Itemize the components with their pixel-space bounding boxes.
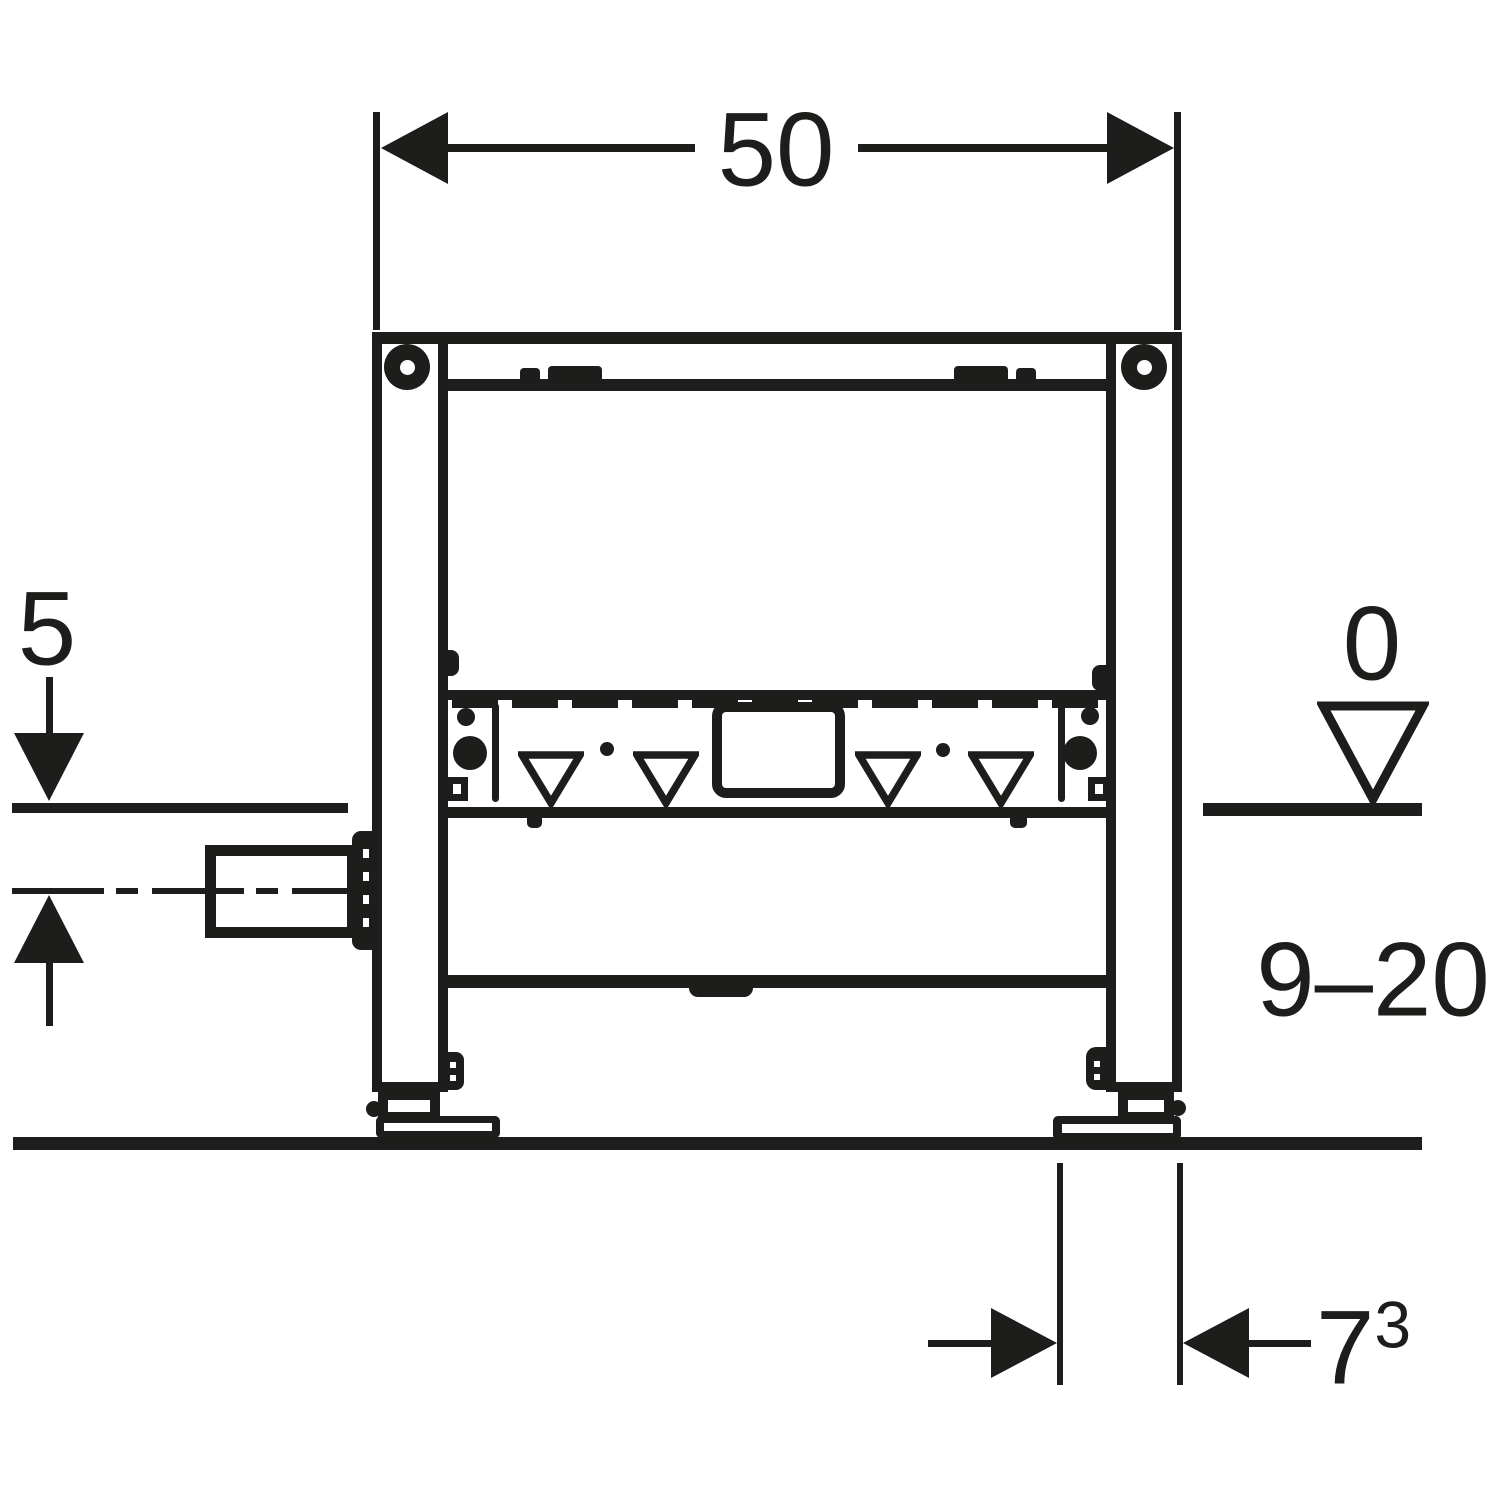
foot-dim-ext-line-left: [1057, 1163, 1063, 1385]
pipe-coupling-dots: [363, 849, 369, 933]
ground-line: [13, 1137, 1422, 1150]
fastener-triangle-icon: [633, 751, 699, 807]
rail-tab-below-right: [1010, 818, 1027, 828]
rail-bracket-right-notch: [1088, 777, 1110, 801]
crossbar-clip-large-left: [548, 366, 602, 380]
foot-clip-left: [445, 1052, 464, 1090]
fastener-triangle-icon: [968, 751, 1034, 807]
rail-bracket-left-contour: [492, 703, 499, 802]
floor-level-line-right: [1203, 803, 1422, 816]
width-arrow-right-icon: [1107, 112, 1174, 184]
fastener-triangle-icon: [518, 751, 584, 807]
rail-bottom-line: [444, 807, 1112, 818]
foot-dim-arrow-right-icon: [991, 1308, 1057, 1378]
rail-bracket-left-bolt: [453, 736, 487, 770]
foot-dim-ext-line-right: [1177, 1163, 1183, 1385]
foot-right-adjuster: [1170, 1100, 1186, 1116]
rail-bracket-left-pin: [457, 708, 475, 726]
corner-bolt-right-hole: [1137, 360, 1152, 375]
foot-clip-right: [1086, 1047, 1112, 1090]
lower-crossbar: [444, 975, 1112, 988]
foot-dim-line-right: [1249, 1340, 1311, 1347]
rail-bracket-right-bolt: [1063, 736, 1097, 770]
width-arrow-left-icon: [381, 112, 448, 184]
pipe-centerline: [12, 888, 356, 894]
left-arrow-up-line: [46, 962, 53, 1026]
rail-bracket-right-pin: [1081, 707, 1099, 725]
center-service-box: [712, 702, 845, 798]
frame-top-rail: [372, 332, 1182, 344]
depth-range-label: 9–20: [1256, 921, 1490, 1039]
floor-level-line-left: [12, 803, 348, 813]
rail-tab-below-left: [527, 818, 542, 828]
foot-dim-line-left: [928, 1340, 992, 1347]
rail-clip-above-left: [445, 650, 459, 676]
foot-distance-footnote: 3: [1374, 1287, 1412, 1362]
corner-bolt-left-hole: [400, 360, 415, 375]
rail-clip-above-right: [1092, 665, 1106, 691]
foot-plate-right: [1053, 1116, 1181, 1140]
rail-bracket-left-notch: [446, 777, 468, 801]
frame-left-post: [372, 332, 448, 1092]
crossbar-clip-small-right: [1016, 368, 1036, 380]
frame-right-post: [1106, 332, 1182, 1092]
left-arrow-line: [46, 677, 53, 735]
rail-dot-right: [936, 743, 950, 757]
width-ext-line-left: [373, 112, 380, 330]
left-arrow-up-icon: [14, 895, 84, 963]
upper-crossbar: [443, 379, 1113, 391]
fastener-triangle-icon: [855, 751, 921, 807]
foot-dim-arrow-left-icon: [1183, 1308, 1249, 1378]
width-dim-line-right: [858, 144, 1108, 152]
lower-crossbar-tab: [689, 988, 753, 997]
width-dim-line-left: [446, 144, 695, 152]
width-dimension-label: 50: [717, 91, 835, 209]
crossbar-clip-small-left: [520, 368, 540, 380]
rail-dot-left: [600, 742, 614, 756]
rail-top-line: [444, 690, 1112, 700]
left-arrow-down-icon: [14, 733, 84, 801]
foot-plate-left: [376, 1116, 500, 1138]
foot-distance-value: 7: [1316, 1289, 1375, 1407]
zero-level-label: 0: [1342, 585, 1402, 703]
width-ext-line-right: [1174, 112, 1181, 330]
crossbar-clip-large-right: [954, 366, 1008, 380]
rail-bracket-right-contour: [1058, 703, 1065, 802]
left-height-label: 5: [17, 570, 77, 688]
floor-level-marker-icon: [1317, 700, 1429, 804]
